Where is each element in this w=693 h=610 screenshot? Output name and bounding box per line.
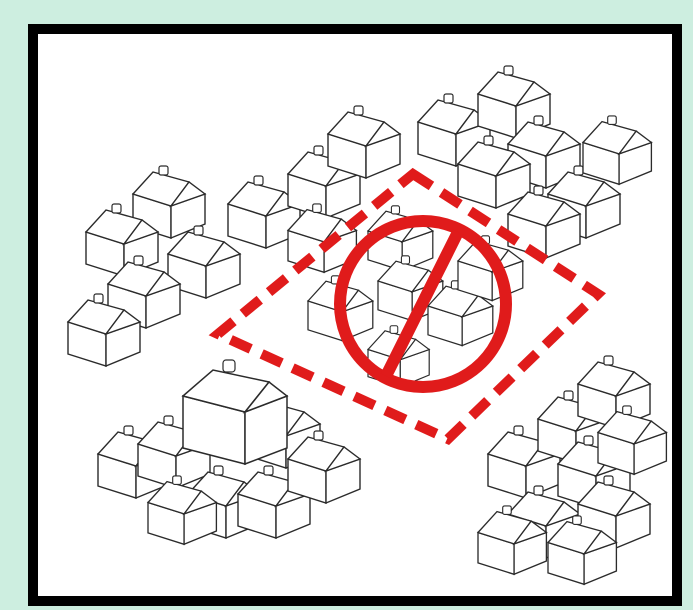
house-sketches	[68, 66, 666, 584]
illustration-frame	[28, 24, 682, 606]
house-sketch	[583, 116, 651, 184]
house-cluster-illustration	[38, 34, 672, 596]
house-sketch	[328, 106, 400, 178]
large-house-sketch	[183, 360, 287, 464]
